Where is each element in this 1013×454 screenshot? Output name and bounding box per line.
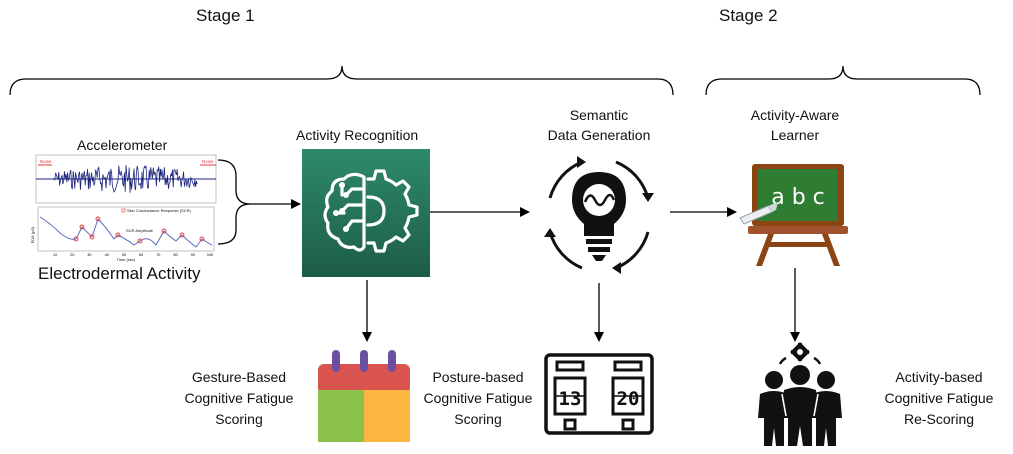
activity-line1: Activity-based: [895, 369, 983, 385]
lightbulb-cycle-icon: [544, 156, 654, 274]
learner-label-line1: Activity-Aware: [750, 107, 840, 123]
calendar-icon: [318, 350, 410, 442]
eda-x-tick: 60: [139, 253, 143, 257]
eda-signal: [39, 216, 213, 248]
accelerometer-signal: [53, 164, 198, 193]
activity-recognition-box: [302, 149, 430, 277]
eda-ylabel: EDA (µS): [30, 226, 35, 243]
score-left: 13: [559, 388, 582, 410]
stage2-label: Stage 2: [719, 6, 778, 25]
posture-line3: Scoring: [454, 411, 502, 427]
input-bracket: [217, 159, 251, 245]
eda-label: Electrodermal Activity: [38, 264, 201, 283]
eda-x-tick: 50: [122, 253, 126, 257]
activity-line2: Cognitive Fatigue: [884, 390, 994, 406]
team-gear-icon: [758, 342, 842, 446]
learner-label-line2: Learner: [770, 127, 820, 143]
eda-x-tick: 40: [105, 253, 109, 257]
eda-legend: Skin Conductance Response (SCR): [127, 208, 191, 213]
activity-recognition-label: Activity Recognition: [296, 127, 419, 143]
semantic-label-line2: Data Generation: [547, 127, 651, 143]
semantic-label-line1: Semantic: [569, 107, 629, 123]
eda-x-tick: 80: [173, 253, 177, 257]
gesture-line1: Gesture-Based: [191, 369, 287, 385]
eda-x-tick: 90: [191, 253, 195, 257]
noise-left-label: Noise: [40, 159, 52, 164]
posture-line1: Posture-based: [432, 369, 524, 385]
stage1-label: Stage 1: [196, 6, 255, 25]
score-right: 20: [617, 388, 640, 410]
eda-x-tick: 20: [70, 253, 74, 257]
chalkboard-icon: a b c: [739, 164, 848, 266]
eda-x-ticks: 10 20 30 40 50 60 70 80 90 100: [53, 253, 213, 257]
posture-line2: Cognitive Fatigue: [423, 390, 533, 406]
eda-x-tick: 30: [87, 253, 91, 257]
eda-x-tick: 70: [156, 253, 160, 257]
gesture-line3: Scoring: [215, 411, 263, 427]
eda-x-tick: 10: [53, 253, 57, 257]
eda-x-tick: 100: [207, 253, 213, 257]
gesture-line2: Cognitive Fatigue: [184, 390, 294, 406]
eda-plot: Skin Conductance Response (SCR) SCR Ampl…: [30, 206, 215, 262]
accelerometer-label: Accelerometer: [77, 137, 168, 153]
noise-right-label: Noise: [202, 159, 214, 164]
stage2-brace: [705, 65, 981, 96]
accelerometer-plot: Noise Noise: [35, 154, 217, 204]
brain-gear-icon: [323, 169, 419, 253]
board-text: a b c: [771, 185, 825, 210]
activity-line3: Re-Scoring: [903, 411, 975, 427]
eda-xlabel: Time (sec): [117, 257, 136, 262]
scoreboard-icon: 13 20: [544, 353, 654, 435]
stage1-brace: [9, 65, 674, 96]
eda-amplitude-label: SCR Amplitude: [126, 228, 154, 233]
